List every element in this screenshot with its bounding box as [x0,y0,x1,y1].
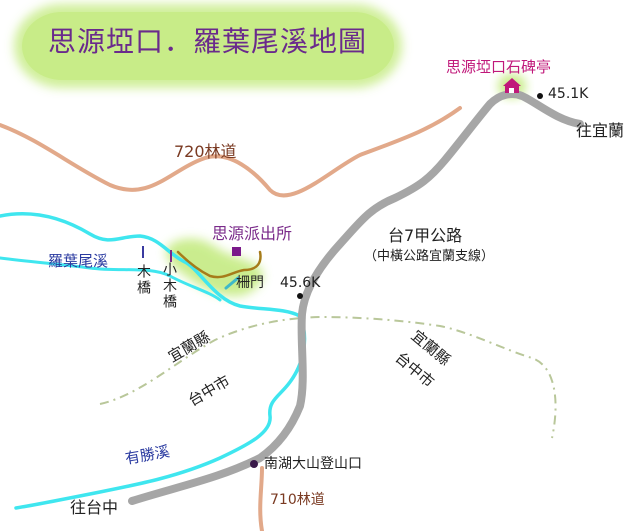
forest-road-710-label: 710林道 [270,492,325,508]
dot-marker-icon [297,293,303,299]
square-marker-icon [232,247,241,256]
trailhead-label: 南湖大山登山口 [264,456,362,472]
forest-road-720 [0,106,462,198]
map-title: 思源埡口．羅葉尾溪地圖 [48,25,368,58]
dot-marker-icon [537,93,543,99]
police-station-label: 思源派出所 [212,224,293,243]
title-highlight [22,12,394,80]
trail-to-police [176,250,262,279]
km-451-label: 45.1K [548,86,589,102]
to-yilan-label: 往宜蘭 [576,121,625,140]
county-boundary [99,315,557,439]
pavilion-label: 思源埡口石碑亭 [446,58,552,76]
bridge-small-wood-label: 小木橋 [161,262,177,310]
police-area-highlight [166,238,263,297]
river-yousheng [14,314,307,510]
river-upper-luoyewei [0,212,302,318]
highway-note-label: （中橫公路宜蘭支線） [364,249,495,264]
forest-road-720-label: 720林道 [174,142,237,161]
gate-marker [224,276,240,290]
gate-label: 柵門 [236,275,264,291]
river-lower-luoyewei [0,256,222,302]
to-taichung-label: 往台中 [70,498,119,517]
trailhead-dot-icon [250,460,258,468]
stream-luoyewei-label: 羅葉尾溪 [48,252,109,270]
highway-tai7a [128,90,584,505]
bridge-wood-label: 木橋 [135,264,151,296]
highway-label: 台7甲公路 [388,226,463,245]
km-456-label: 45.6K [280,275,321,291]
house-icon [503,78,521,93]
forest-road-710 [258,466,264,531]
